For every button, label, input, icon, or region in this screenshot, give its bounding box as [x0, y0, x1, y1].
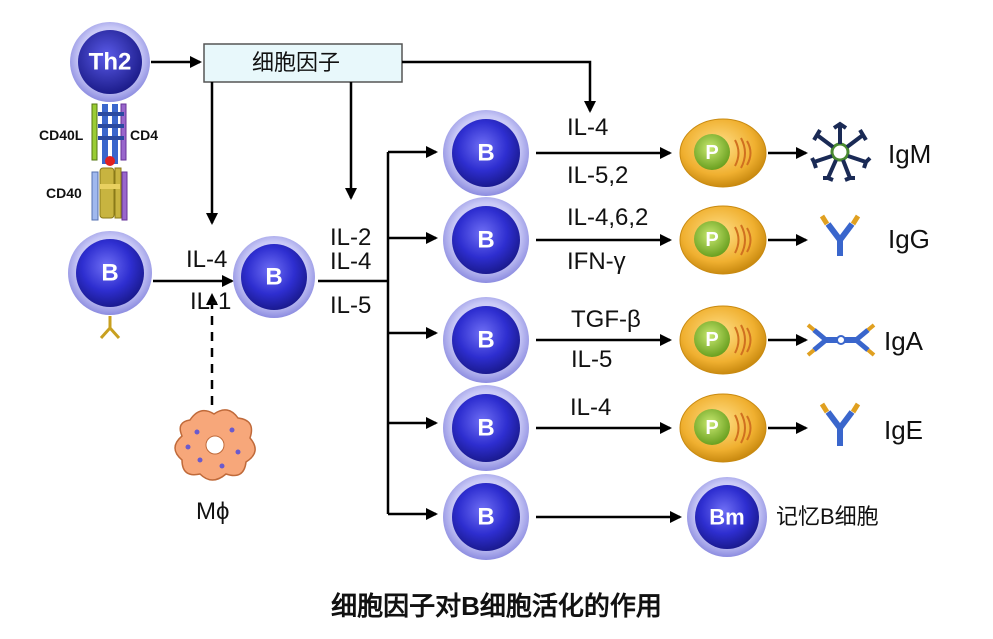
cd4-label: CD4: [130, 127, 159, 143]
plasma-cell-3: P: [679, 305, 767, 375]
branch-2-bottom: IFN-γ: [567, 248, 626, 275]
b-cell-row-4-label: B: [477, 415, 494, 442]
cd40-label: CD40: [46, 185, 82, 201]
b-cell-row-1-label: B: [477, 140, 494, 167]
product-igm: IgM: [888, 139, 932, 169]
memory-b-label: Bm: [709, 505, 744, 530]
macrophage-cell: [174, 409, 256, 481]
b-cell-row-4: B: [443, 385, 529, 471]
b-cell-2-label: B: [265, 264, 282, 291]
ige-antibody-icon: [819, 402, 861, 446]
b-cell-1-label: B: [101, 260, 118, 287]
b-cell-row-3: B: [443, 297, 529, 383]
b-cell-row-1: B: [443, 110, 529, 196]
signal-il4-first: IL-4: [186, 246, 228, 273]
b-cell-row-3-label: B: [477, 327, 494, 354]
plasma-cell-2: P: [679, 205, 767, 275]
product-igg: IgG: [888, 224, 930, 254]
th2-label: Th2: [89, 49, 132, 76]
b-cell-row-5-label: B: [477, 504, 494, 531]
iga-antibody-icon: [806, 323, 876, 357]
plasma-cell-4-label: P: [705, 417, 718, 439]
branch-4-top: IL-4: [570, 394, 612, 421]
branch-1-bottom: IL-5,2: [567, 162, 629, 189]
product-ige: IgE: [884, 415, 924, 445]
branch-2-top: IL-4,6,2: [567, 204, 649, 231]
igm-antibody-icon: [810, 121, 872, 182]
b-cell-row-2: B: [443, 197, 529, 283]
igg-antibody-icon: [819, 214, 861, 256]
macrophage-label: Mϕ: [196, 498, 230, 525]
arrow-box-to-igm: [402, 60, 596, 113]
cytokine-box-label: 细胞因子: [252, 50, 341, 75]
signal-il4-second: IL-4: [330, 248, 372, 275]
plasma-cell-4: P: [679, 393, 767, 463]
signal-il1: IL-1: [190, 288, 232, 315]
branch-1-top: IL-4: [567, 114, 609, 141]
plasma-cell-2-label: P: [705, 229, 718, 251]
branch-3-top: TGF-β: [571, 306, 641, 333]
product-memory-b: 记忆B细胞: [776, 504, 879, 529]
b-cell-row-5: B: [443, 474, 529, 560]
plasma-cell-1: P: [679, 118, 767, 188]
plasma-cell-1-label: P: [705, 142, 718, 164]
cd40l-label: CD40L: [39, 127, 84, 143]
product-iga: IgA: [884, 326, 924, 356]
receptor-complex: [91, 103, 128, 221]
b-cell-row-2-label: B: [477, 227, 494, 254]
figure-caption: 细胞因子对B细胞活化的作用: [331, 591, 662, 621]
b-cell-1: B: [68, 231, 152, 340]
memory-b-cell: Bm: [687, 477, 767, 557]
signal-il2: IL-2: [330, 224, 372, 251]
th2-cell: Th2: [70, 22, 150, 102]
branch-3-bottom: IL-5: [571, 346, 613, 373]
signal-il5: IL-5: [330, 292, 372, 319]
plasma-cell-3-label: P: [705, 329, 718, 351]
b-cell-2: B: [233, 236, 315, 318]
